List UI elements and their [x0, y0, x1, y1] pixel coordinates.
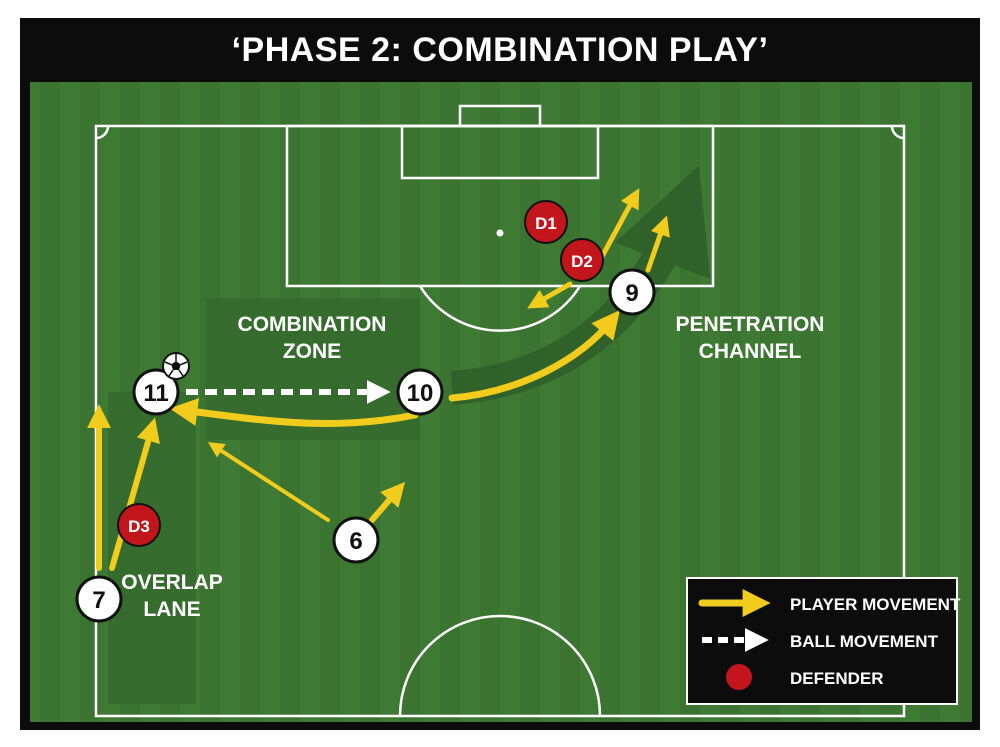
- legend: PLAYER MOVEMENT BALL MOVEMENT DEFENDER: [686, 577, 961, 705]
- player-number: 7: [92, 587, 105, 614]
- player-number: 11: [143, 380, 168, 407]
- player-movements: [87, 188, 670, 571]
- defender-label: D2: [571, 252, 593, 271]
- corner-arc-left: [95, 125, 110, 140]
- penetration-channel-label: CHANNEL: [699, 340, 802, 363]
- player-movement-arrow: [448, 310, 620, 402]
- player-number: 9: [625, 280, 638, 307]
- defender-label: D3: [128, 517, 150, 536]
- player-movement-arrow: [109, 417, 160, 571]
- penalty-spot: [496, 229, 504, 237]
- legend-label: BALL MOVEMENT: [790, 632, 939, 651]
- center-circle: [398, 614, 602, 717]
- defender-label: D1: [535, 214, 557, 233]
- defender-d3: D3: [117, 503, 161, 547]
- combination-zone-label: COMBINATION: [238, 313, 387, 336]
- legend-item-player-movement: PLAYER MOVEMENT: [698, 589, 961, 617]
- legend-label: PLAYER MOVEMENT: [790, 595, 961, 614]
- player-movement-arrow: [527, 281, 573, 309]
- combination-zone-label: ZONE: [283, 340, 341, 363]
- soccer-ball-icon: [162, 352, 190, 380]
- page-title: ‘PHASE 2: COMBINATION PLAY’: [231, 30, 769, 69]
- player-movement-arrow: [207, 442, 330, 522]
- corner-arc-right: [890, 125, 905, 140]
- defender-d2: D2: [560, 238, 604, 282]
- penetration-channel-label: PENETRATION: [676, 313, 825, 336]
- player-movement-arrow: [169, 398, 419, 428]
- player-movement-arrow: [369, 481, 406, 523]
- legend-item-defender: DEFENDER: [726, 664, 884, 690]
- legend-item-ball-movement: BALL MOVEMENT: [702, 628, 939, 652]
- player-7: 7: [75, 575, 123, 623]
- overlap-lane-shade: [108, 392, 196, 704]
- player-number: 10: [407, 380, 434, 407]
- player-6: 6: [332, 516, 380, 564]
- legend-red-dot-icon: [726, 664, 752, 690]
- player-movement-arrow: [645, 215, 670, 273]
- overlap-lane-label: LANE: [143, 598, 200, 621]
- overlap-lane-label: OVERLAP: [121, 571, 223, 594]
- player-11: 11: [132, 368, 180, 416]
- player-number: 6: [349, 528, 362, 555]
- defender-d1: D1: [524, 200, 568, 244]
- player-9: 9: [608, 268, 656, 316]
- player-10: 10: [396, 368, 444, 416]
- goal: [458, 104, 542, 128]
- legend-label: DEFENDER: [790, 669, 884, 688]
- penalty-arc: [418, 285, 582, 332]
- player-movement-arrow: [595, 188, 640, 267]
